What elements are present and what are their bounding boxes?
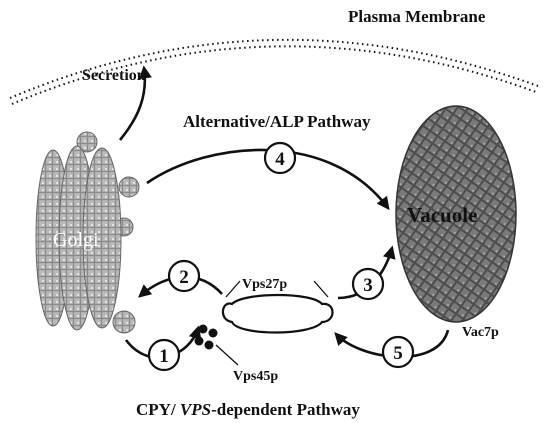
vesicle-dot	[205, 341, 214, 350]
vesicle-dot	[209, 329, 218, 338]
secretion-label: Secretion	[82, 67, 146, 84]
golgi-label: Golgi	[53, 229, 99, 251]
vps27p-leader	[226, 281, 240, 297]
cpy-suffix: -dependent Pathway	[211, 400, 360, 419]
vps27p-leader	[314, 281, 328, 297]
cpy-prefix: CPY/	[136, 400, 180, 419]
vps45p-label: Vps45p	[233, 369, 278, 384]
step-2-number: 2	[179, 267, 189, 288]
golgi: Golgi	[36, 132, 139, 333]
vacuole-label: Vacuole	[407, 203, 477, 227]
step-5-badge: 5	[383, 337, 413, 367]
cpy-vps-italic: VPS	[180, 400, 211, 419]
vacuole: Vacuole	[396, 106, 516, 322]
plasma-membrane-label: Plasma Membrane	[348, 7, 486, 26]
step-5-number: 5	[393, 343, 403, 364]
step-3-badge: 3	[353, 269, 383, 299]
vps27p-label: Vps27p	[242, 277, 287, 292]
vac7p-label: Vac7p	[462, 325, 499, 340]
prevacuolar-compartment	[223, 295, 333, 333]
step-4-number: 4	[275, 149, 285, 170]
golgi-vesicle	[119, 177, 139, 197]
step-2-badge: 2	[169, 261, 199, 291]
step-3-number: 3	[363, 275, 373, 296]
step-4-badge: 4	[265, 143, 295, 173]
alt-pathway-label: Alternative/ALP Pathway	[183, 112, 371, 131]
vps45p-leader	[216, 345, 238, 365]
step-1-badge: 1	[149, 340, 179, 370]
vesicle-dot	[199, 325, 208, 334]
cpy-pathway-label: CPY/ VPS-dependent Pathway	[136, 400, 360, 419]
step-1-number: 1	[159, 346, 169, 367]
golgi-vesicle	[113, 311, 135, 333]
vesicle-dot	[195, 337, 204, 346]
